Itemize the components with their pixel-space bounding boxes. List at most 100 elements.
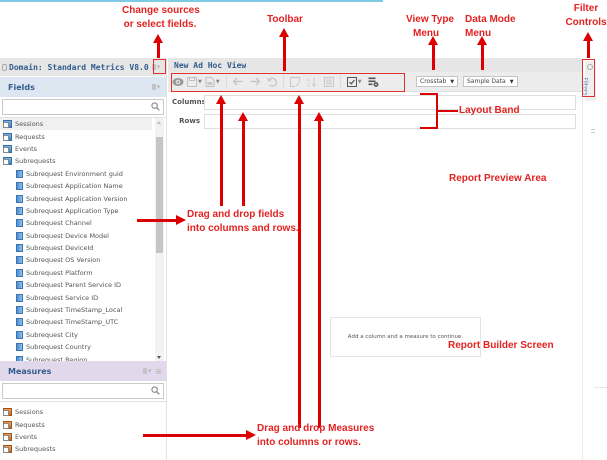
item-label: Subrequest OS Version bbox=[26, 256, 101, 265]
field-item[interactable]: Subrequest TimeStamp_Local bbox=[0, 304, 152, 316]
measures-search-input[interactable] bbox=[3, 389, 163, 404]
field-group-item[interactable]: Requests bbox=[0, 130, 152, 142]
rows-label: Rows bbox=[179, 117, 200, 125]
field-item[interactable]: Subrequest Application Type bbox=[0, 205, 152, 217]
export-button[interactable]: ▼ bbox=[205, 74, 220, 90]
query-icon bbox=[323, 76, 334, 87]
chevron-down-icon: ▼ bbox=[215, 78, 220, 85]
arrow-right-icon bbox=[143, 430, 256, 440]
field-item[interactable]: Subrequest TimeStamp_UTC bbox=[0, 316, 152, 328]
field-icon bbox=[16, 343, 23, 352]
folder-icon[interactable] bbox=[3, 120, 12, 129]
fields-scrollbar[interactable] bbox=[155, 118, 164, 361]
undo-icon bbox=[232, 77, 243, 86]
report-builder: New Ad Hoc View ▼ ▼ bbox=[168, 58, 582, 460]
folder-icon[interactable] bbox=[3, 132, 12, 141]
item-label: Requests bbox=[15, 420, 45, 429]
scroll-down-icon[interactable] bbox=[157, 356, 161, 359]
field-icon bbox=[16, 182, 23, 191]
preview-button[interactable] bbox=[172, 74, 184, 90]
search-icon[interactable] bbox=[151, 102, 160, 111]
view-header: New Ad Hoc View bbox=[168, 58, 582, 72]
pivot-button[interactable] bbox=[289, 74, 300, 90]
folder-icon[interactable] bbox=[3, 144, 12, 153]
save-button[interactable]: ▼ bbox=[187, 74, 202, 90]
source-menu-highlight bbox=[153, 59, 166, 74]
report-preview-area: Add a column and a measure to continue. bbox=[168, 131, 582, 460]
arrow-up-icon bbox=[153, 34, 163, 58]
item-label: Subrequest Channel bbox=[26, 219, 92, 228]
item-label: Subrequest City bbox=[26, 330, 78, 339]
field-item[interactable]: Subrequest Parent Service ID bbox=[0, 279, 152, 291]
annotation-line: Menu bbox=[465, 28, 492, 39]
field-group-item[interactable]: Subrequests bbox=[0, 155, 152, 167]
item-label: Subrequest DeviceId bbox=[26, 244, 94, 253]
export-icon bbox=[205, 76, 215, 87]
field-item[interactable]: Subrequest Region bbox=[0, 353, 152, 361]
measure-folder-icon[interactable] bbox=[3, 445, 12, 454]
field-item[interactable]: Subrequest Device Model bbox=[0, 230, 152, 242]
item-label: Subrequest TimeStamp_UTC bbox=[26, 318, 119, 327]
annotation-report-builder: Report Builder Screen bbox=[448, 340, 554, 351]
annotation-line: View Type bbox=[406, 14, 454, 25]
fields-menu-button[interactable]: ▾ bbox=[150, 81, 162, 93]
annotation-line: Change sources bbox=[122, 5, 200, 16]
svg-text:Z: Z bbox=[307, 82, 310, 87]
arrow-up-icon bbox=[294, 95, 304, 428]
annotation-data-mode: Data Mode Menu bbox=[465, 13, 516, 41]
field-item[interactable]: Subrequest DeviceId bbox=[0, 242, 152, 254]
view-type-select[interactable]: Crosstab▼ bbox=[416, 76, 459, 87]
undo-all-button[interactable] bbox=[266, 74, 277, 90]
measure-folder-icon[interactable] bbox=[3, 432, 12, 441]
data-mode-select[interactable]: Sample Data▼ bbox=[463, 76, 518, 87]
annotation-line: into columns or rows. bbox=[257, 437, 361, 448]
measure-folder-icon[interactable] bbox=[3, 408, 12, 417]
field-item[interactable]: Subrequest Application Version bbox=[0, 192, 152, 204]
folder-icon[interactable] bbox=[3, 157, 12, 166]
field-icon bbox=[16, 194, 23, 203]
field-item[interactable]: Subrequest Environment guid bbox=[0, 168, 152, 180]
measure-group-item[interactable]: Requests bbox=[0, 418, 166, 430]
filters-toggle[interactable]: Filters bbox=[582, 61, 596, 101]
scroll-thumb[interactable] bbox=[156, 137, 163, 253]
measures-menu-button[interactable]: ▾ bbox=[141, 365, 153, 377]
search-icon[interactable] bbox=[151, 386, 160, 395]
annotation-filter-controls: Filter Controls bbox=[564, 2, 607, 30]
field-group-item[interactable]: Events bbox=[0, 143, 152, 155]
measure-group-item[interactable]: Subrequests bbox=[0, 443, 166, 455]
redo-button[interactable] bbox=[250, 74, 260, 90]
item-label: Subrequest Application Type bbox=[26, 206, 119, 215]
field-item[interactable]: Subrequest Service ID bbox=[0, 291, 152, 303]
item-label: Subrequest TimeStamp_Local bbox=[26, 306, 123, 315]
annotation-change-sources: Change sources or select fields. bbox=[122, 4, 200, 32]
undo-button[interactable] bbox=[232, 74, 243, 90]
fields-search-input[interactable] bbox=[3, 105, 163, 120]
item-label: Subrequests bbox=[15, 157, 56, 166]
annotation-line: into columns and rows. bbox=[187, 223, 299, 234]
rows-drop-zone[interactable] bbox=[204, 113, 576, 129]
options-button[interactable]: ▼ bbox=[346, 74, 362, 90]
field-icon bbox=[16, 206, 23, 215]
resize-handle[interactable] bbox=[591, 129, 595, 133]
filter-settings-button[interactable] bbox=[368, 74, 379, 90]
field-item[interactable]: Subrequest Application Name bbox=[0, 180, 152, 192]
hamburger-icon[interactable]: ≡ bbox=[155, 366, 162, 376]
field-item[interactable]: Subrequest OS Version bbox=[0, 254, 152, 266]
field-group-item[interactable]: Sessions bbox=[0, 118, 152, 131]
field-item[interactable]: Subrequest City bbox=[0, 329, 152, 341]
field-item[interactable]: Subrequest Platform bbox=[0, 267, 152, 279]
field-item[interactable]: Subrequest Channel bbox=[0, 217, 152, 229]
measure-folder-icon[interactable] bbox=[3, 420, 12, 429]
item-label: Subrequest Platform bbox=[26, 268, 93, 277]
collapse-icon[interactable] bbox=[2, 63, 7, 71]
query-button[interactable] bbox=[323, 74, 334, 90]
columns-drop-zone[interactable] bbox=[204, 94, 576, 110]
eye-icon bbox=[172, 77, 184, 86]
scroll-up-icon[interactable] bbox=[157, 121, 161, 124]
annotation-line: or select fields. bbox=[123, 19, 197, 30]
field-item[interactable]: Subrequest Country bbox=[0, 341, 152, 353]
measure-group-item[interactable]: Events bbox=[0, 431, 166, 443]
measure-group-item[interactable]: Sessions bbox=[0, 406, 166, 418]
